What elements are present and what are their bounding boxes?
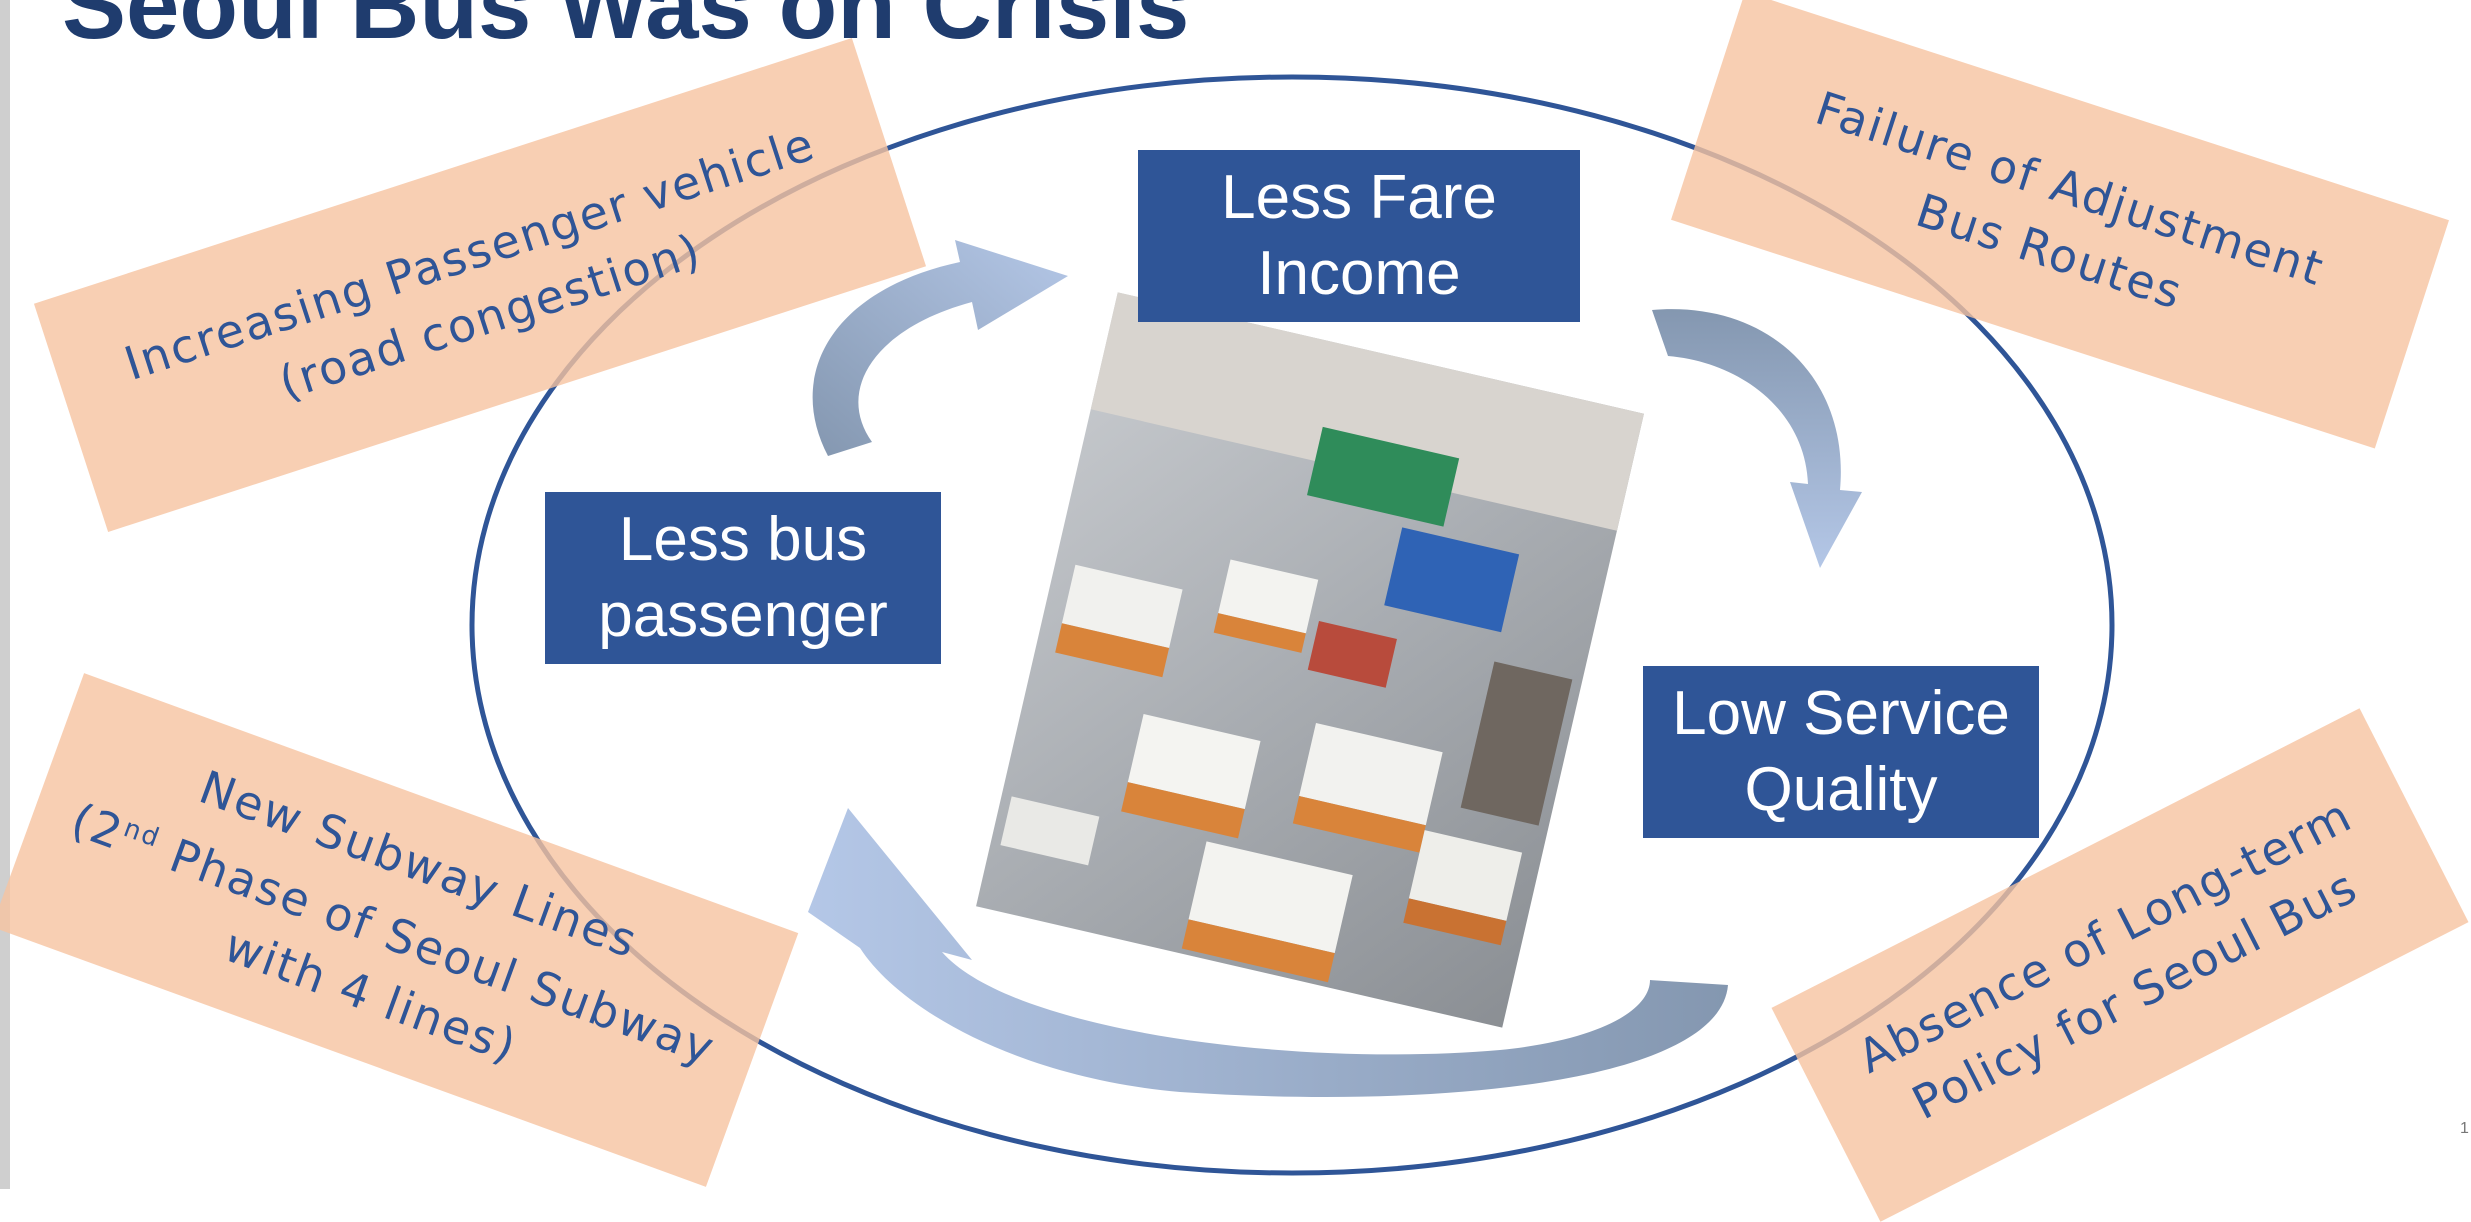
less-fare-income-line-2: Income (1257, 239, 1461, 308)
cycle-arrow-bottom (808, 808, 1728, 1097)
slide-title: Seoul Bus Was on Crisis (62, 0, 1190, 59)
slide-number: 1 (2460, 1120, 2469, 1137)
less-bus-passenger-line-2: passenger (598, 581, 888, 650)
less-fare-income-line-1: Less Fare (1221, 163, 1497, 232)
cycle-ellipse (469, 74, 2115, 1176)
low-service-quality-line-2: Quality (1744, 755, 1938, 824)
less-fare-income-box: Less Fare Income (1138, 150, 1580, 322)
cause-new-subway-prefix: (2 (64, 792, 132, 861)
low-service-quality-line-1: Low Service (1672, 679, 2010, 748)
slide-left-edge (0, 0, 10, 1189)
less-bus-passenger-line-1: Less bus (618, 505, 868, 574)
low-service-quality-box: Low Service Quality (1643, 666, 2039, 838)
cycle-diagram (469, 74, 2115, 1176)
cycle-arrow-top (812, 240, 1068, 456)
less-bus-passenger-box: Less bus passenger (545, 492, 941, 664)
traffic-jam-photo (976, 292, 1644, 1028)
cycle-arrow-right (1652, 309, 1862, 568)
